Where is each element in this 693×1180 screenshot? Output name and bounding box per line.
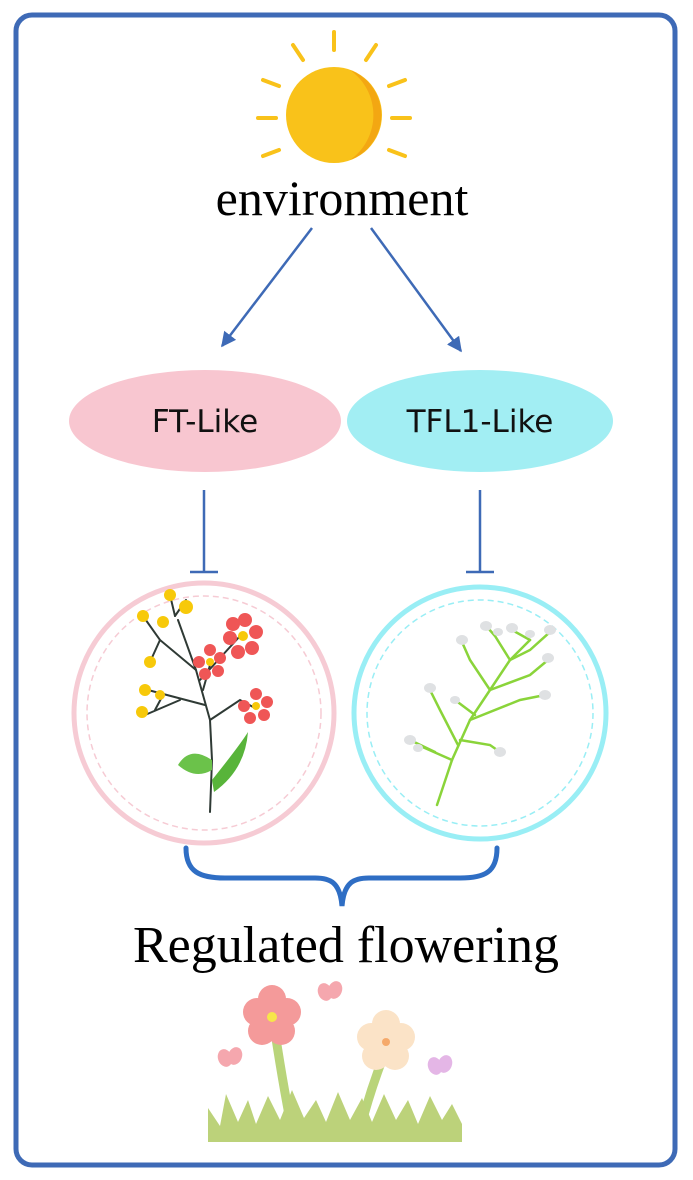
sun-icon (256, 30, 412, 163)
butterfly-lilac (427, 1055, 453, 1075)
ft-like-label: FT-Like (152, 404, 258, 440)
red-flower-2 (193, 644, 226, 680)
butterfly-pink-2 (217, 1047, 243, 1067)
arrow-to-ft-like (221, 227, 313, 348)
non-flowering-branch-icon (351, 584, 609, 842)
tfl1-like-label: TFL1-Like (406, 404, 554, 440)
environment-label: environment (216, 170, 469, 226)
ft-like-inhibition (190, 490, 218, 574)
butterfly-pink-1 (317, 981, 343, 1001)
tfl1-like-node: TFL1-Like (347, 370, 613, 472)
grouping-brace (183, 845, 500, 907)
ft-like-node: FT-Like (69, 370, 341, 472)
peach-flower (357, 1010, 415, 1070)
diagram-frame (13, 12, 678, 1168)
tfl1-like-inhibition (466, 490, 494, 574)
arrow-to-tfl1-like (369, 227, 463, 353)
flowering-branch-icon (71, 580, 337, 846)
flower-garden-icon (208, 981, 462, 1142)
grass (208, 1090, 462, 1142)
regulated-flowering-label: Regulated flowering (133, 917, 559, 974)
pink-flower (243, 985, 301, 1045)
red-flower-3 (238, 688, 273, 724)
red-flower-1 (223, 613, 263, 659)
